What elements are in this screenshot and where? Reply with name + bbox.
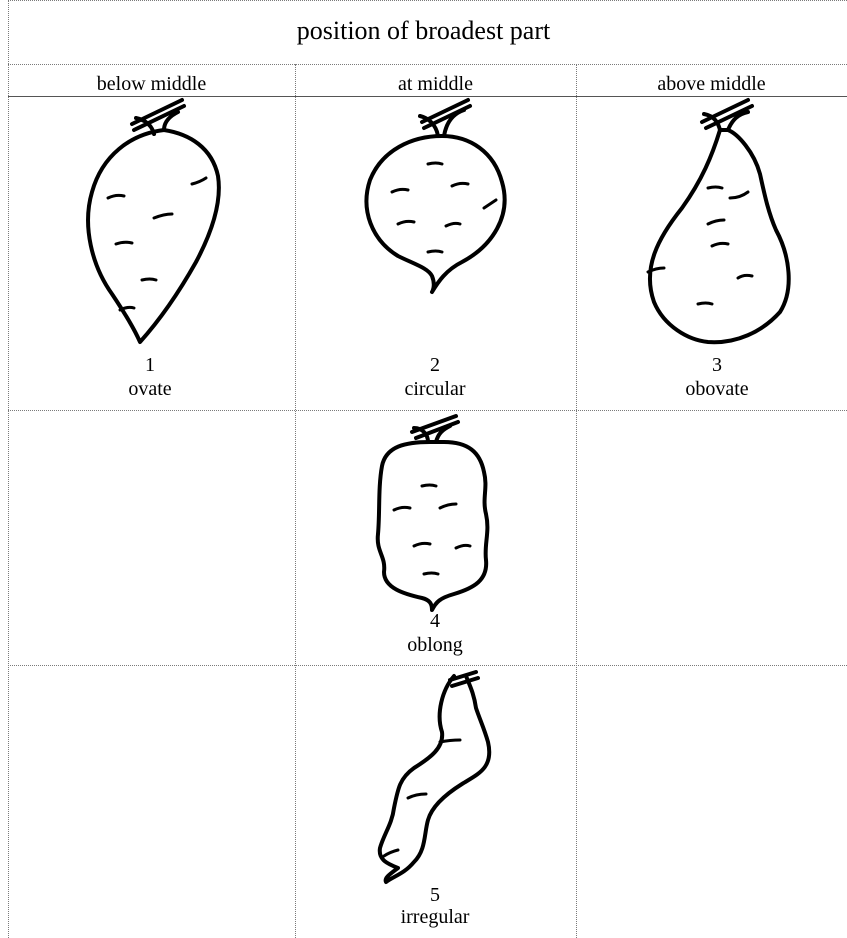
column-header-above-middle: above middle — [576, 72, 847, 96]
column-divider-1 — [295, 64, 296, 938]
table-rule-row-1 — [8, 410, 847, 411]
circular-root-drawing — [352, 96, 522, 296]
shape-number-5: 5 — [385, 884, 485, 906]
column-header-at-middle: at middle — [295, 72, 576, 96]
shape-label-ovate: ovate — [80, 378, 220, 400]
shape-label-obovate: obovate — [647, 378, 787, 400]
shape-label-irregular: irregular — [365, 906, 505, 928]
column-divider-2 — [576, 64, 577, 938]
irregular-root-drawing — [370, 664, 510, 884]
table-border-left — [8, 0, 9, 938]
shape-label-oblong: oblong — [365, 634, 505, 656]
ovate-root-drawing — [60, 96, 240, 356]
oblong-root-drawing — [364, 412, 514, 612]
shape-number-3: 3 — [667, 354, 767, 376]
table-rule-title — [8, 64, 847, 65]
table-border-top — [8, 0, 847, 1]
obovate-root-drawing — [636, 96, 816, 356]
column-header-below-middle: below middle — [8, 72, 295, 96]
shape-label-circular: circular — [365, 378, 505, 400]
shape-number-4: 4 — [385, 610, 485, 632]
table-title: position of broadest part — [0, 14, 847, 48]
shape-number-1: 1 — [100, 354, 200, 376]
shape-number-2: 2 — [385, 354, 485, 376]
